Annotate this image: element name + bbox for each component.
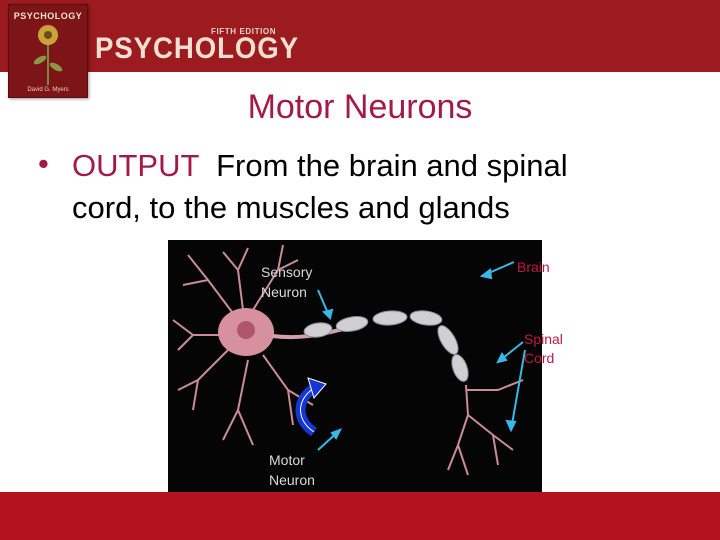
curved-arrow-icon	[295, 377, 327, 437]
pointer-arrows	[317, 261, 526, 451]
label-motor-1: Motor	[269, 452, 305, 468]
header-bar	[0, 0, 720, 72]
flower-icon	[33, 25, 63, 85]
neuron-diagram	[168, 240, 542, 492]
dendrites	[172, 244, 314, 446]
slide-title: Motor Neurons	[247, 88, 473, 126]
label-motor-2: Neuron	[269, 472, 315, 488]
bullet-dot: •	[38, 146, 49, 181]
label-sensory-2: Neuron	[261, 284, 307, 300]
bullet-text-1: From the brain and spinal	[198, 148, 568, 183]
axon-terminals	[447, 379, 524, 476]
label-brain: Brain	[517, 259, 550, 275]
bullet-keyword: OUTPUT	[72, 148, 199, 183]
book-cover-title: PSYCHOLOGY	[13, 11, 83, 21]
label-spinal-2: Cord	[524, 350, 555, 366]
nucleus	[237, 321, 255, 339]
brand-title: PSYCHOLOGY	[95, 32, 299, 65]
footer-bar	[0, 492, 720, 540]
label-sensory-1: Sensory	[261, 264, 313, 280]
bullet-line-2: cord, to the muscles and glands	[72, 190, 510, 225]
book-cover: PSYCHOLOGY David G. Myers	[8, 4, 88, 98]
myelin-sheath	[303, 310, 469, 382]
label-spinal-1: Spinal	[524, 331, 563, 347]
edition-label: FIFTH EDITION	[211, 27, 277, 36]
bullet-line-1: OUTPUT From the brain and spinal	[72, 148, 568, 184]
neuron-illustration	[172, 244, 526, 476]
book-cover-subtitle: David G. Myers	[27, 87, 69, 93]
